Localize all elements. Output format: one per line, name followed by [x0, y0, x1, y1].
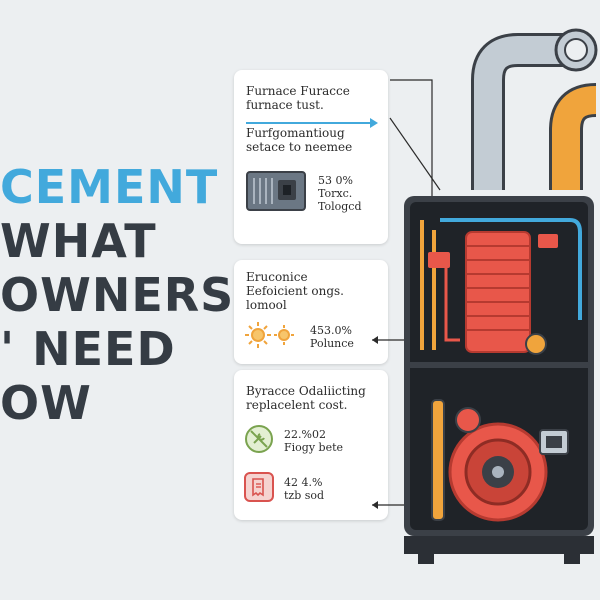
exhaust-pipe — [471, 28, 598, 190]
sun-icon — [244, 320, 300, 354]
card2-stat-value: 453.0% — [310, 324, 352, 337]
no-wrench-icon — [244, 424, 274, 458]
card1-arrow — [246, 122, 372, 124]
headline-line: OWNERS — [0, 268, 235, 322]
info-card-2: Eruconice Eefoicient ongs. lomool 453.0% — [234, 260, 388, 364]
heat-exchanger-coil — [465, 231, 531, 353]
card3-stat1-value: 22.%02 — [284, 428, 326, 441]
air-filter-icon — [246, 170, 308, 216]
card3-line1: Byracce Odaliicting — [246, 384, 366, 398]
card2-line2: Eefoicient ongs. — [246, 284, 344, 298]
receipt-icon — [244, 472, 274, 506]
headline-line: WHAT — [0, 214, 157, 268]
card1-stat-line2: Torxc. — [318, 186, 353, 200]
card2-line1: Eruconice — [246, 270, 308, 284]
card3-stat2-value: 42 4.% — [284, 476, 323, 489]
card2-line3: lomool — [246, 298, 287, 312]
card1-title-line2: furnace tust. — [246, 98, 324, 112]
headline-line: ' NEED — [0, 322, 176, 376]
card1-subtitle-line1: Furfgomantioug — [246, 126, 345, 140]
gas-pipe — [549, 83, 598, 190]
card1-subtitle-line2: setace to neemee — [246, 140, 353, 154]
card1-stat-value: 53 0% — [318, 173, 353, 187]
blower-motor — [448, 422, 548, 522]
headline-line: CEMENT — [0, 160, 219, 214]
headline-line: OW — [0, 376, 92, 430]
card1-stat-line3: Tologcd — [318, 199, 362, 213]
card1-arrow-head — [370, 118, 378, 128]
card3-stat1-label: Fiogy bete — [284, 441, 344, 454]
card3-stat2-label: tzb sod — [284, 489, 325, 502]
card1-title-line1: Furnace Furacce — [246, 84, 350, 98]
furnace-illustration — [404, 28, 598, 564]
card2-stat-label: Polunce — [310, 337, 354, 350]
headline: CEMENT WHAT OWNERS ' NEED OW — [0, 160, 234, 430]
card3-line2: replacelent cost. — [246, 398, 348, 412]
info-card-3: Byracce Odaliicting replacelent cost. 22… — [234, 370, 388, 520]
info-card-1: Furnace Furacce furnace tust. Furfgomant… — [234, 70, 388, 244]
